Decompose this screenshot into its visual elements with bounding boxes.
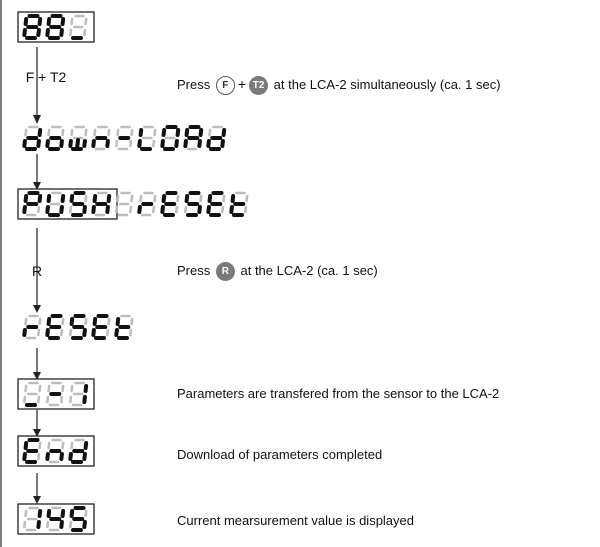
- instruction-pre: Press: [177, 77, 211, 92]
- seven-seg-digit: [69, 381, 89, 407]
- step-label-f-t2: F + T2: [25, 69, 67, 85]
- seven-seg-digit: [45, 125, 65, 151]
- seven-seg-digit: [206, 125, 227, 151]
- seven-seg-digit: [114, 314, 134, 340]
- display-push-reset: [17, 188, 249, 220]
- seven-seg-digit: [68, 438, 89, 464]
- arrow-head: [33, 182, 41, 190]
- seven-seg-digit: [91, 314, 111, 340]
- seven-seg-digit: [46, 506, 66, 532]
- seven-seg-digit: [69, 14, 88, 40]
- arrow-head: [33, 115, 41, 124]
- seven-seg-digit: [137, 191, 157, 217]
- display-reset: [22, 314, 134, 340]
- display-download: [22, 125, 227, 151]
- arrow-head: [33, 429, 41, 437]
- display-888: [17, 11, 95, 43]
- seven-seg-digit: [69, 191, 88, 217]
- seven-seg-digit: [160, 191, 180, 217]
- seven-seg-digit: [69, 314, 88, 340]
- display-parameters: [17, 378, 95, 410]
- display-end: [17, 435, 95, 467]
- seven-seg-digit: [184, 191, 203, 217]
- seven-seg-digit: [45, 314, 65, 340]
- seven-seg-digit: [91, 191, 112, 217]
- seven-seg-digit: [206, 191, 226, 217]
- instruction-pre: Press: [177, 262, 211, 278]
- instruction-post: at the LCA-2 (ca. 1 sec): [240, 262, 378, 278]
- instruction-press-f-t2: Press F+T2 at the LCA-2 simultaneously (…: [177, 76, 501, 96]
- connectors: [33, 47, 41, 504]
- arrow-head: [33, 372, 41, 380]
- f-key-icon: F: [215, 76, 235, 96]
- instruction-post: at the LCA-2 simultaneously (ca. 1 sec): [273, 77, 501, 92]
- seven-seg-digit: [137, 125, 157, 151]
- seven-seg-digit: [160, 125, 181, 151]
- seven-seg-digit: [22, 191, 43, 217]
- instruction-press-r: Press R at the LCA-2 (ca. 1 sec): [177, 262, 378, 281]
- seven-seg-digit: [183, 125, 204, 151]
- arrow-head: [33, 496, 41, 504]
- seven-seg-digit: [22, 438, 42, 464]
- seven-seg-digit: [115, 125, 134, 151]
- instruction-transfer: Parameters are transfered from the senso…: [177, 386, 500, 401]
- instruction-current: Current mearsurement value is displayed: [177, 513, 414, 528]
- plus-sign: +: [237, 76, 247, 92]
- seven-seg-digit: [22, 14, 43, 40]
- seven-seg-digit: [22, 314, 42, 340]
- seven-seg-digit: [23, 506, 43, 532]
- seven-seg-digit: [91, 125, 111, 151]
- seven-seg-digit: [23, 381, 42, 407]
- seven-seg-digit: [45, 438, 65, 464]
- step-label-r: R: [31, 263, 43, 279]
- seven-seg-digit: [69, 506, 88, 532]
- display-value: [17, 503, 95, 535]
- arrow-head: [33, 305, 41, 313]
- seven-seg-digit: [68, 125, 88, 151]
- seven-seg-digit: [22, 125, 43, 151]
- r-key-icon: R: [215, 262, 235, 281]
- seven-seg-digit: [45, 191, 66, 217]
- seven-seg-digit: [46, 381, 65, 407]
- seven-seg-digit: [45, 14, 66, 40]
- seven-seg-digit: [115, 191, 134, 217]
- instruction-completed: Download of parameters completed: [177, 447, 383, 462]
- seven-seg-digit: [229, 191, 249, 217]
- t2-key-icon: T2: [249, 76, 269, 96]
